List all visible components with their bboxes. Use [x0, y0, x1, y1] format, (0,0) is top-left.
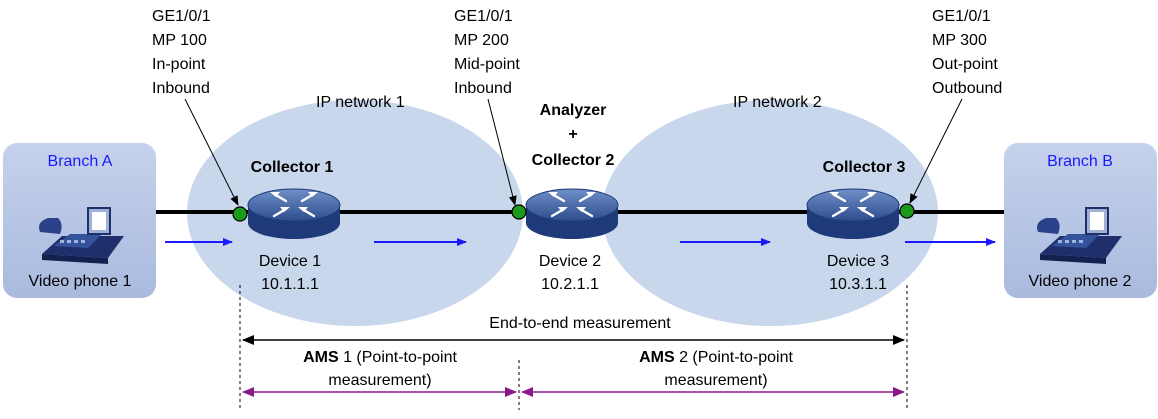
device-2-ip: 10.2.1.1 [541, 276, 599, 293]
device-1-annotation: GE1/0/1 MP 100 In-point Inbound [152, 8, 215, 97]
device-2-annotation: GE1/0/1 MP 200 Mid-point Inbound [454, 8, 524, 97]
end-to-end-label: End-to-end measurement [489, 315, 671, 332]
branch-b-device-label: Video phone 2 [1029, 273, 1132, 290]
branch-a-device-label: Video phone 1 [29, 273, 132, 290]
device-3-ip: 10.3.1.1 [829, 276, 887, 293]
device-1-ip: 10.1.1.1 [261, 276, 319, 293]
measurement-point-dot [232, 206, 248, 222]
collector-3-label: Collector 3 [823, 159, 906, 176]
collector-1-label: Collector 1 [251, 159, 334, 176]
router-icon [805, 187, 901, 241]
router-icon [246, 187, 342, 241]
ip-network-2-label: IP network 2 [733, 94, 822, 111]
measurement-point-dot [899, 203, 915, 219]
ams2-label: AMS 2 (Point-to-point [639, 349, 793, 366]
ams1-label: AMS 1 (Point-to-point [303, 349, 457, 366]
branch-a-box [3, 143, 156, 298]
annotation-pointer [909, 98, 963, 204]
collector-2-label: Collector 2 [532, 152, 615, 169]
ams2-label-line2: measurement) [664, 372, 767, 389]
device-1-name: Device 1 [259, 253, 321, 270]
branch-b-title: Branch B [1047, 153, 1113, 170]
ams1-label-line2: measurement) [328, 372, 431, 389]
branch-a-title: Branch A [48, 153, 113, 170]
router-icon [524, 187, 620, 241]
device-2-name: Device 2 [539, 253, 601, 270]
measurement-point-dot [511, 204, 527, 220]
device-3-annotation: GE1/0/1 MP 300 Out-point Outbound [932, 8, 1002, 97]
analyzer-label: Analyzer [540, 102, 607, 119]
annotation-pointer [184, 98, 239, 206]
analyzer-plus-label: + [568, 126, 577, 143]
annotation-pointer [487, 98, 517, 206]
device-3-name: Device 3 [827, 253, 889, 270]
ip-network-1-label: IP network 1 [316, 94, 405, 111]
